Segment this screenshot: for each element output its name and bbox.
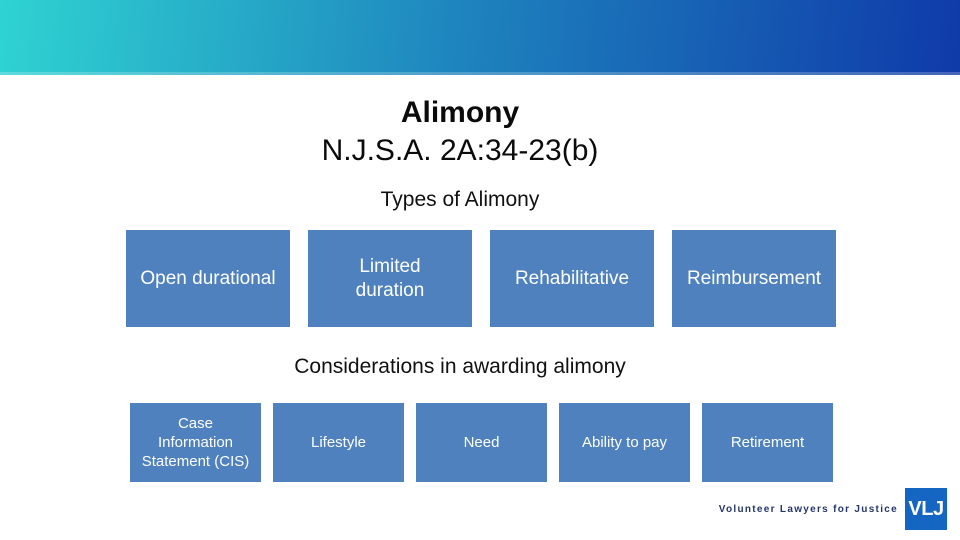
types-box-row: Open durational Limited duration Rehabil…: [126, 230, 836, 327]
box-label: Rehabilitative: [514, 267, 630, 289]
type-box-rehabilitative: Rehabilitative: [490, 230, 654, 327]
footer: Volunteer Lawyers for Justice VLJ: [0, 488, 960, 530]
consideration-box-ability-to-pay: Ability to pay: [559, 403, 690, 482]
type-box-reimbursement: Reimbursement: [672, 230, 836, 327]
considerations-section-heading: Considerations in awarding alimony: [294, 355, 626, 378]
slide-title-line2: N.J.S.A. 2A:34-23(b): [321, 134, 599, 167]
consideration-box-need: Need: [416, 403, 547, 482]
types-section-heading: Types of Alimony: [380, 188, 540, 211]
slide-title: Alimony N.J.S.A. 2A:34-23(b): [0, 94, 920, 170]
consideration-box-cis: Case Information Statement (CIS): [130, 403, 261, 482]
type-box-open-durational: Open durational: [126, 230, 290, 327]
box-label: Open durational: [140, 267, 276, 289]
slide-title-line1: Alimony: [400, 96, 520, 129]
box-label: Reimbursement: [686, 267, 822, 289]
consideration-box-retirement: Retirement: [702, 403, 833, 482]
box-label: Retirement: [730, 434, 805, 451]
type-box-limited-duration: Limited duration: [308, 230, 472, 327]
box-label: Need: [463, 434, 500, 451]
consideration-box-lifestyle: Lifestyle: [273, 403, 404, 482]
box-label: Limited duration: [355, 255, 425, 301]
footer-organization-name: Volunteer Lawyers for Justice: [718, 503, 898, 515]
considerations-box-row: Case Information Statement (CIS) Lifesty…: [130, 403, 833, 482]
vlj-logo: VLJ: [905, 488, 947, 530]
box-label: Lifestyle: [310, 434, 367, 451]
box-label: Ability to pay: [581, 434, 668, 451]
box-label: Case Information Statement (CIS): [141, 415, 250, 470]
header-gradient-band: [0, 0, 960, 75]
